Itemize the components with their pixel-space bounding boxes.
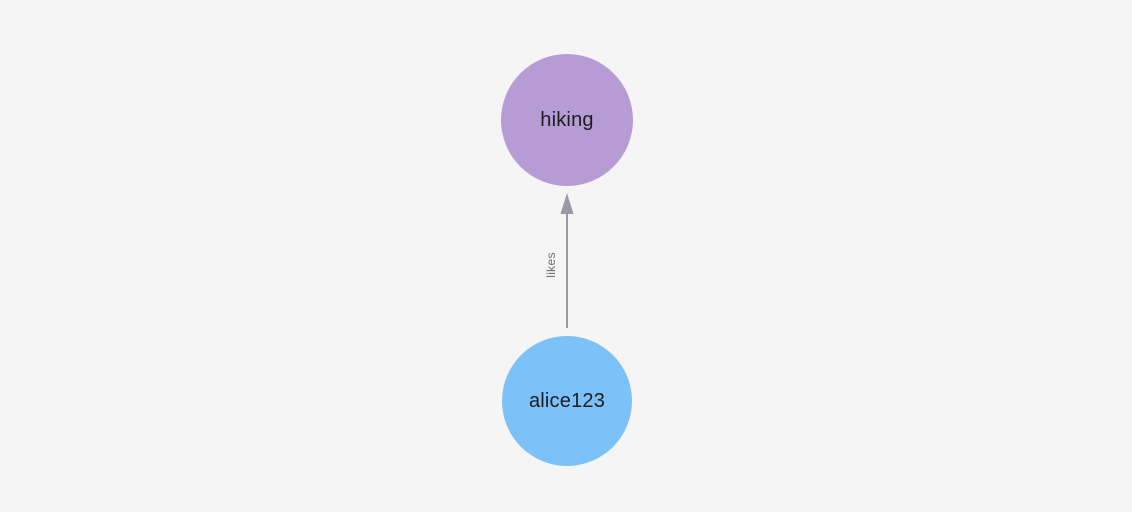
edge-likes-label[interactable]: likes [544,252,558,278]
node-alice123[interactable]: alice123 [502,336,632,466]
edge-likes-arrow[interactable] [555,190,579,332]
node-hiking[interactable]: hiking [501,54,633,186]
node-alice123-label: alice123 [528,390,606,412]
edge-arrowhead-icon [560,193,574,214]
node-hiking-label: hiking [540,109,594,131]
